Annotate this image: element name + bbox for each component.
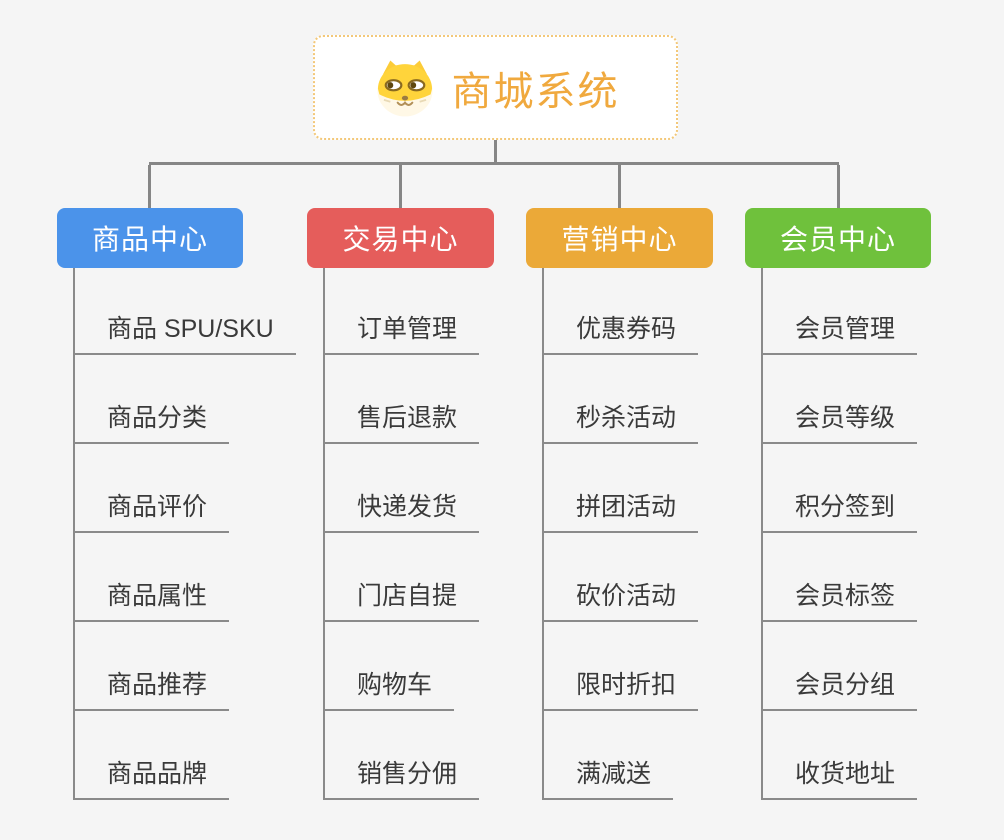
topic-node[interactable]: 积分签到 — [761, 487, 918, 533]
topic-node[interactable]: 拼团活动 — [542, 487, 699, 533]
branch-spine-line — [323, 268, 325, 800]
dog-face-icon — [377, 60, 432, 116]
topic-row: 销售分佣 — [323, 711, 480, 800]
connector-drop-trade — [399, 165, 402, 208]
branch-marketing-center: 营销中心 优惠券码 秒杀活动 拼团活动 砍价活动 限时折扣 满减送 — [526, 208, 713, 800]
topic-node[interactable]: 会员分组 — [761, 665, 918, 711]
branch-product-center: 商品中心 商品 SPU/SKU 商品分类 商品评价 商品属性 商品推荐 商品品牌 — [57, 208, 296, 800]
branch-node-marketing-center[interactable]: 营销中心 — [526, 208, 713, 268]
topic-node[interactable]: 购物车 — [323, 665, 455, 711]
topic-row: 满减送 — [542, 711, 698, 800]
connector-root-drop — [494, 140, 497, 163]
branch-node-trade-center[interactable]: 交易中心 — [307, 208, 494, 268]
topic-node[interactable]: 商品评价 — [73, 487, 230, 533]
topic-node[interactable]: 会员管理 — [761, 309, 918, 355]
branch-spine-line — [542, 268, 544, 800]
topic-node[interactable]: 秒杀活动 — [542, 398, 699, 444]
branch-spine-line — [73, 268, 75, 800]
topic-row: 秒杀活动 — [542, 355, 699, 444]
root-node-title: 商城系统 — [451, 69, 620, 114]
topic-node[interactable]: 销售分佣 — [323, 754, 480, 800]
topic-node[interactable]: 售后退款 — [323, 398, 480, 444]
branch-node-product-center[interactable]: 商品中心 — [57, 208, 243, 268]
topic-row: 商品推荐 — [73, 622, 296, 711]
topic-row: 积分签到 — [761, 444, 918, 533]
topic-row: 购物车 — [323, 622, 479, 711]
branch-children: 订单管理 售后退款 快递发货 门店自提 购物车 销售分佣 — [323, 266, 480, 800]
branch-member-center: 会员中心 会员管理 会员等级 积分签到 会员标签 会员分组 收货地址 — [745, 208, 931, 800]
topic-node[interactable]: 砍价活动 — [542, 576, 699, 622]
connector-drop-member — [837, 165, 840, 208]
branch-trade-center: 交易中心 订单管理 售后退款 快递发货 门店自提 购物车 销售分佣 — [307, 208, 494, 800]
topic-node[interactable]: 会员等级 — [761, 398, 918, 444]
connector-horizontal — [149, 162, 839, 165]
branch-children: 优惠券码 秒杀活动 拼团活动 砍价活动 限时折扣 满减送 — [542, 266, 699, 800]
topic-row: 商品属性 — [73, 533, 296, 622]
topic-row: 会员等级 — [761, 355, 918, 444]
branch-children: 商品 SPU/SKU 商品分类 商品评价 商品属性 商品推荐 商品品牌 — [73, 266, 296, 800]
topic-row: 售后退款 — [323, 355, 480, 444]
topic-node[interactable]: 优惠券码 — [542, 309, 699, 355]
topic-row: 订单管理 — [323, 266, 480, 355]
root-node-mall-system[interactable]: 商城系统 — [313, 35, 678, 140]
topic-node[interactable]: 限时折扣 — [542, 665, 699, 711]
topic-node[interactable]: 收货地址 — [761, 754, 918, 800]
topic-node[interactable]: 商品品牌 — [73, 754, 230, 800]
topic-row: 拼团活动 — [542, 444, 699, 533]
branch-children: 会员管理 会员等级 积分签到 会员标签 会员分组 收货地址 — [761, 266, 918, 800]
topic-row: 商品分类 — [73, 355, 296, 444]
topic-row: 限时折扣 — [542, 622, 699, 711]
topic-row: 会员管理 — [761, 266, 918, 355]
topic-node[interactable]: 快递发货 — [323, 487, 480, 533]
topic-row: 会员分组 — [761, 622, 918, 711]
connector-drop-marketing — [618, 165, 621, 208]
topic-node[interactable]: 商品属性 — [73, 576, 230, 622]
topic-node[interactable]: 商品 SPU/SKU — [73, 309, 296, 355]
topic-node[interactable]: 商品分类 — [73, 398, 230, 444]
branch-spine-line — [761, 268, 763, 800]
topic-node[interactable]: 满减送 — [542, 754, 674, 800]
topic-node[interactable]: 会员标签 — [761, 576, 918, 622]
topic-node[interactable]: 门店自提 — [323, 576, 480, 622]
connector-drop-product — [148, 165, 151, 208]
topic-row: 商品评价 — [73, 444, 296, 533]
topic-node[interactable]: 订单管理 — [323, 309, 480, 355]
topic-row: 商品 SPU/SKU — [73, 266, 296, 355]
topic-row: 会员标签 — [761, 533, 918, 622]
topic-row: 快递发货 — [323, 444, 480, 533]
branch-node-member-center[interactable]: 会员中心 — [745, 208, 931, 268]
topic-row: 收货地址 — [761, 711, 918, 800]
topic-node[interactable]: 商品推荐 — [73, 665, 230, 711]
topic-row: 门店自提 — [323, 533, 480, 622]
topic-row: 砍价活动 — [542, 533, 699, 622]
topic-row: 商品品牌 — [73, 711, 296, 800]
topic-row: 优惠券码 — [542, 266, 699, 355]
